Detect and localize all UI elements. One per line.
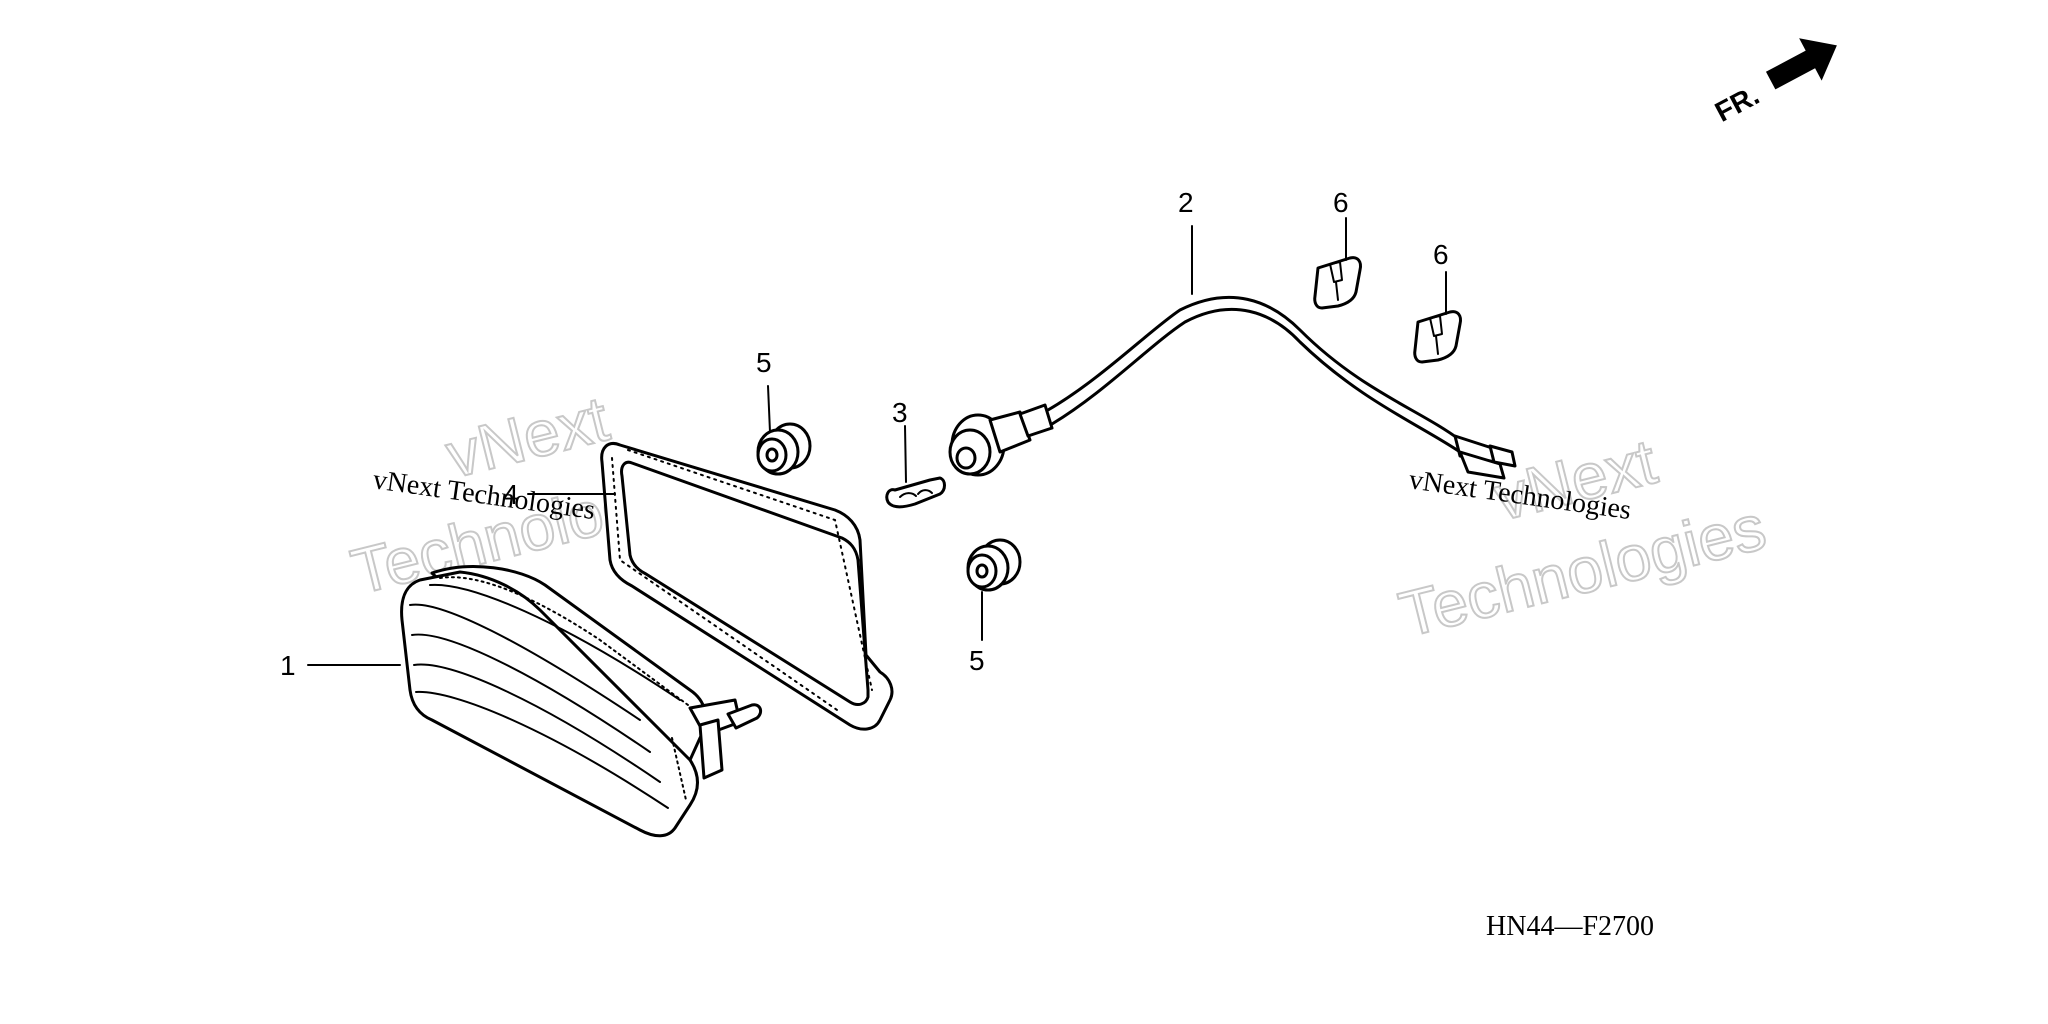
part-1-tail-light-housing: 1: [280, 565, 763, 838]
callout-6-upper: 6: [1333, 187, 1349, 218]
part-2-socket-harness: 2: [948, 187, 1517, 480]
callout-5-lower: 5: [969, 645, 985, 676]
part-5-grommet-upper: 5: [756, 347, 812, 476]
callout-4: 4: [503, 479, 519, 510]
callout-1: 1: [280, 650, 296, 681]
callout-2: 2: [1178, 187, 1194, 218]
figure-code: HN44—F2700: [1486, 911, 1654, 942]
front-direction-indicator: FR.: [1710, 38, 1837, 128]
part-6-clip-upper: 6: [1313, 187, 1362, 310]
part-4-lens-gasket: 4: [503, 442, 894, 731]
watermark-right: vNext Technologies: [1391, 424, 1773, 652]
part-5-grommet-lower: 5: [966, 538, 1022, 676]
callout-5-upper: 5: [756, 347, 772, 378]
callout-6-lower: 6: [1433, 239, 1449, 270]
front-arrow-icon: [1765, 38, 1837, 90]
callout-3-leader: [904, 425, 907, 483]
front-label: FR.: [1710, 79, 1764, 128]
callout-5a-leader: [767, 385, 771, 433]
part-3-bulb: 3: [885, 397, 946, 509]
part-6-clip-lower: 6: [1413, 239, 1462, 364]
callout-3: 3: [892, 397, 908, 428]
watermark-left-big-1: vNext: [439, 382, 615, 491]
